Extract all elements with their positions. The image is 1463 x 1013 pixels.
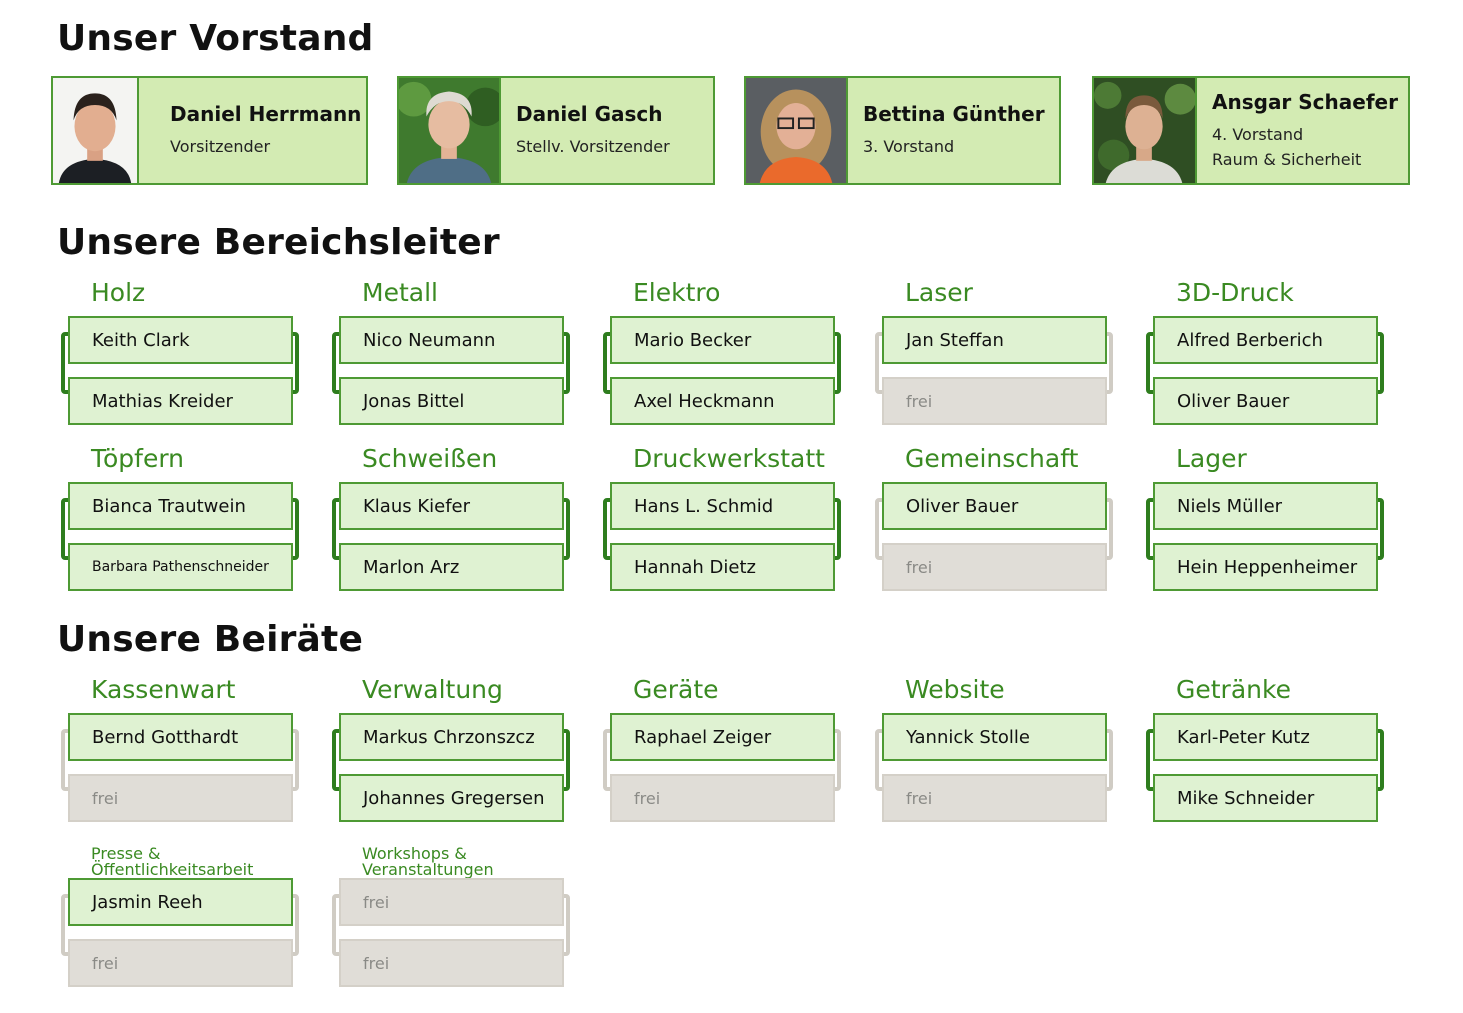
member-name: Axel Heckmann bbox=[610, 377, 835, 425]
group-title: Getränke bbox=[1176, 675, 1291, 704]
group-title: Laser bbox=[905, 278, 973, 307]
vacant-slot: frei bbox=[68, 774, 293, 822]
member-name: Markus Chrzonszcz bbox=[339, 713, 564, 761]
member-name: Jasmin Reeh bbox=[68, 878, 293, 926]
vacant-slot: frei bbox=[68, 939, 293, 987]
vorstand-role: Stellv. Vorsitzender bbox=[516, 137, 670, 156]
member-name: Barbara Pathenschneider bbox=[68, 543, 293, 591]
member-name: Jan Steffan bbox=[882, 316, 1107, 364]
vorstand-role: 3. Vorstand bbox=[863, 137, 955, 156]
group-title: Lager bbox=[1176, 444, 1247, 473]
group-title: Holz bbox=[91, 278, 146, 307]
vorstand-card-3: Bettina Günther 3. Vorstand bbox=[744, 76, 1061, 185]
member-name: Mike Schneider bbox=[1153, 774, 1378, 822]
vacant-slot: frei bbox=[882, 377, 1107, 425]
group-title: Geräte bbox=[633, 675, 719, 704]
member-name: Jonas Bittel bbox=[339, 377, 564, 425]
group-title: Presse & Öffentlichkeitsarbeit bbox=[91, 844, 254, 879]
portrait-photo bbox=[53, 78, 139, 183]
member-name: Karl-Peter Kutz bbox=[1153, 713, 1378, 761]
vorstand-name: Bettina Günther bbox=[863, 102, 1045, 126]
group-title: Kassenwart bbox=[91, 675, 236, 704]
portrait-photo bbox=[746, 78, 848, 183]
group-title: Elektro bbox=[633, 278, 721, 307]
vacant-slot: frei bbox=[610, 774, 835, 822]
member-name: Oliver Bauer bbox=[1153, 377, 1378, 425]
vorstand-name: Daniel Herrmann bbox=[170, 102, 362, 126]
group-title: Töpfern bbox=[91, 444, 185, 473]
heading-vorstand: Unser Vorstand bbox=[57, 18, 374, 59]
vacant-slot: frei bbox=[882, 543, 1107, 591]
vorstand-name: Daniel Gasch bbox=[516, 102, 663, 126]
vacant-slot: frei bbox=[339, 939, 564, 987]
vorstand-card-4: Ansgar Schaefer 4. Vorstand Raum & Siche… bbox=[1092, 76, 1410, 185]
group-title: 3D-Druck bbox=[1176, 278, 1294, 307]
member-name: Mathias Kreider bbox=[68, 377, 293, 425]
member-name: Raphael Zeiger bbox=[610, 713, 835, 761]
heading-bereichsleiter: Unsere Bereichsleiter bbox=[57, 222, 500, 263]
vorstand-role: Vorsitzender bbox=[170, 137, 271, 156]
heading-beiraete: Unsere Beiräte bbox=[57, 619, 364, 660]
group-title: Schweißen bbox=[362, 444, 498, 473]
member-name: Bernd Gotthardt bbox=[68, 713, 293, 761]
member-name: Oliver Bauer bbox=[882, 482, 1107, 530]
vorstand-name: Ansgar Schaefer bbox=[1212, 89, 1398, 114]
member-name: Yannick Stolle bbox=[882, 713, 1107, 761]
member-name: Niels Müller bbox=[1153, 482, 1378, 530]
member-name: Hein Heppenheimer bbox=[1153, 543, 1378, 591]
member-name: Marlon Arz bbox=[339, 543, 564, 591]
group-title: Gemeinschaft bbox=[905, 444, 1079, 473]
vorstand-role-extra: Raum & Sicherheit bbox=[1212, 149, 1362, 169]
vorstand-card-1: Daniel Herrmann Vorsitzender bbox=[51, 76, 368, 185]
group-title: Metall bbox=[362, 278, 438, 307]
member-name: Hans L. Schmid bbox=[610, 482, 835, 530]
member-name: Hannah Dietz bbox=[610, 543, 835, 591]
vacant-slot: frei bbox=[339, 878, 564, 926]
group-title: Verwaltung bbox=[362, 675, 503, 704]
member-name: Alfred Berberich bbox=[1153, 316, 1378, 364]
member-name: Klaus Kiefer bbox=[339, 482, 564, 530]
vorstand-card-2: Daniel Gasch Stellv. Vorsitzender bbox=[397, 76, 715, 185]
member-name: Nico Neumann bbox=[339, 316, 564, 364]
member-name: Keith Clark bbox=[68, 316, 293, 364]
group-title: Druckwerkstatt bbox=[633, 444, 825, 473]
member-name: Mario Becker bbox=[610, 316, 835, 364]
group-title: Workshops & Veranstaltungen bbox=[362, 844, 494, 879]
member-name: Bianca Trautwein bbox=[68, 482, 293, 530]
vacant-slot: frei bbox=[882, 774, 1107, 822]
member-name: Johannes Gregersen bbox=[339, 774, 564, 822]
vorstand-role: 4. Vorstand bbox=[1212, 124, 1304, 144]
portrait-photo bbox=[399, 78, 501, 183]
group-title: Website bbox=[905, 675, 1005, 704]
portrait-photo bbox=[1094, 78, 1197, 183]
